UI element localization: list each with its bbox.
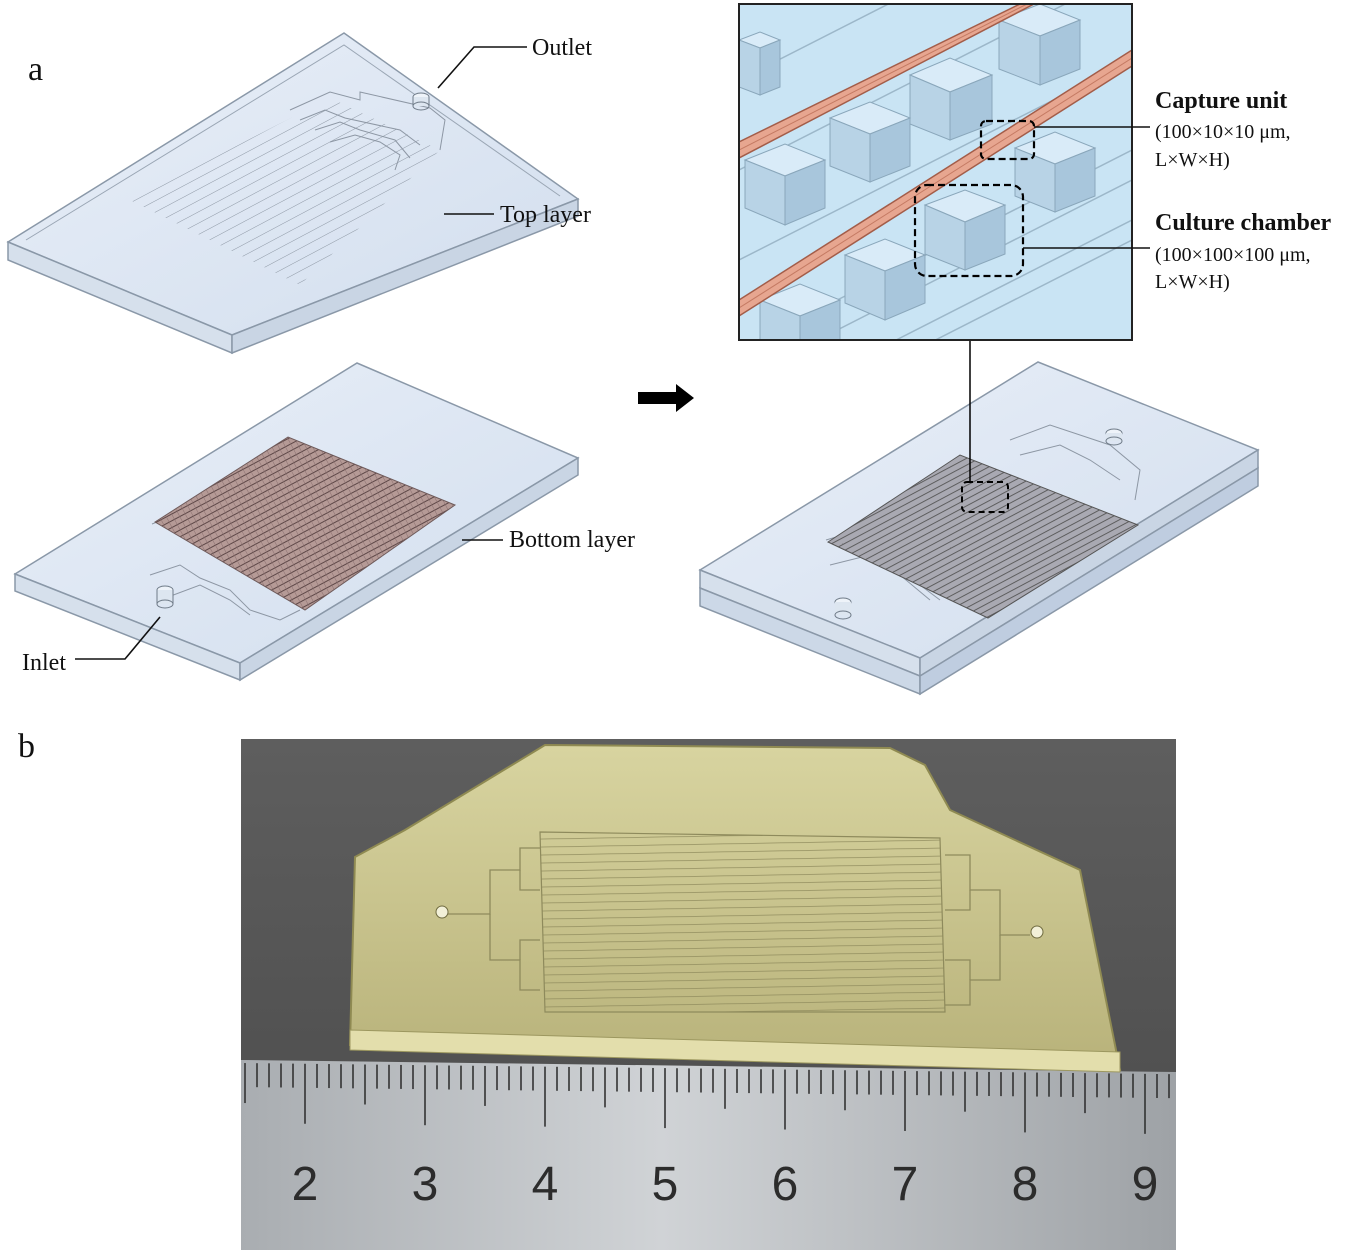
- chip-photograph: 2 3 4 5 6 7 8 9: [241, 739, 1176, 1250]
- ruler-number: 7: [892, 1158, 919, 1211]
- ruler-number: 3: [412, 1158, 439, 1211]
- ruler-number: 6: [772, 1158, 799, 1211]
- inlet-label: Inlet: [22, 650, 66, 676]
- ruler-number: 8: [1012, 1158, 1039, 1211]
- assembled-chip: [700, 362, 1258, 694]
- bottom-layer-slab: [15, 363, 578, 680]
- top-layer-slab: [8, 33, 578, 353]
- ruler-number: 4: [532, 1158, 559, 1211]
- culture-chamber-axes: L×W×H): [1155, 271, 1230, 293]
- panel-a-letter: a: [28, 51, 43, 88]
- bottom-layer-label: Bottom layer: [509, 527, 635, 553]
- top-layer-label: Top layer: [500, 202, 591, 228]
- capture-unit-axes: L×W×H): [1155, 149, 1230, 171]
- right-arrow-icon: [638, 384, 694, 412]
- capture-unit-label: Capture unit: [1155, 88, 1287, 114]
- ruler-number: 9: [1132, 1158, 1159, 1211]
- zoom-inset: [739, 0, 1132, 440]
- culture-chamber-dims: (100×100×100 μm,: [1155, 244, 1311, 266]
- ruler: 2 3 4 5 6 7 8 9: [241, 1060, 1176, 1250]
- ruler-number: 5: [652, 1158, 679, 1211]
- panel-b-letter: b: [18, 728, 35, 765]
- ruler-number: 2: [292, 1158, 319, 1211]
- capture-unit-dims: (100×10×10 μm,: [1155, 121, 1291, 143]
- culture-chamber-label: Culture chamber: [1155, 210, 1332, 236]
- outlet-label: Outlet: [532, 35, 592, 61]
